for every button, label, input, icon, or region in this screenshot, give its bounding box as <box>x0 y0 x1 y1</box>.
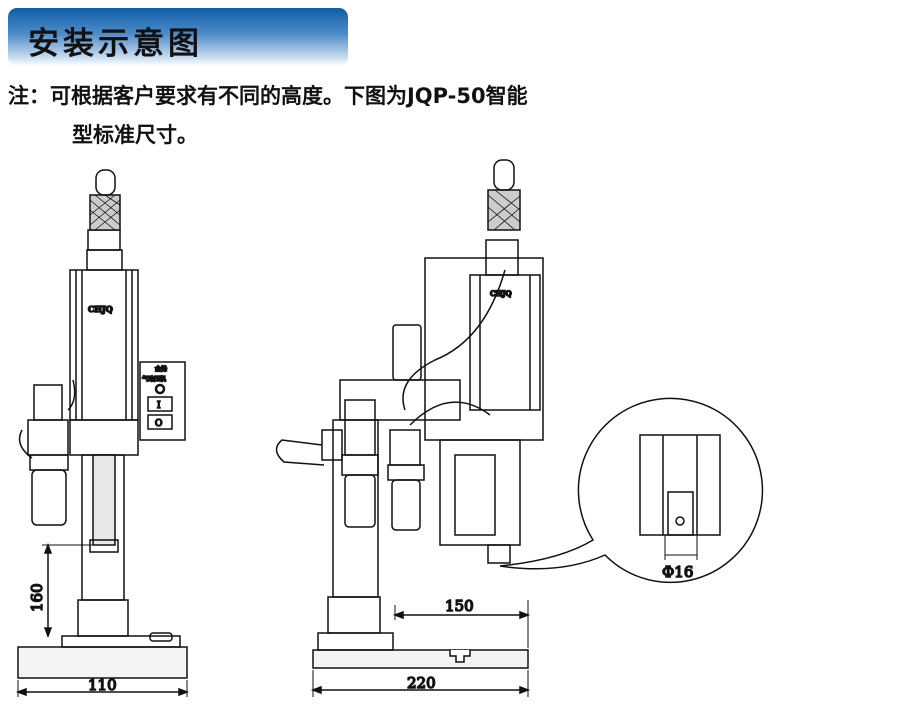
panel-line2: 气动压机 <box>142 375 166 383</box>
dim-base-width: 110 <box>88 676 117 694</box>
note-line1: 注：可根据客户要求有不同的高度。下图为JQP-50智能 <box>8 84 528 108</box>
title-banner: 安装示意图 <box>8 8 348 66</box>
dim-stroke: 150 <box>445 597 474 615</box>
panel-line1: 金锋 <box>155 365 167 373</box>
title: 安装示意图 <box>28 26 203 62</box>
brand-label-right: CHJQ <box>490 289 512 298</box>
brand-label-left: CHJQ <box>88 304 113 314</box>
switch-off: O <box>155 419 162 429</box>
note-line2: 型标准尺寸。 <box>72 123 198 147</box>
emergency-button-icon <box>154 383 166 395</box>
switch-on: I <box>157 401 161 411</box>
punch-detail-callout: Φ16 <box>499 397 764 584</box>
dim-height: 160 <box>28 583 46 612</box>
control-panel <box>139 361 186 441</box>
side-view-press: CHJQ 150 220 <box>275 159 544 697</box>
dim-base-length: 220 <box>407 674 436 692</box>
dim-punch-diameter: Φ16 <box>662 563 693 581</box>
front-view-press: CHJQ 金锋 气动压机 I O 160 110 <box>15 169 190 697</box>
